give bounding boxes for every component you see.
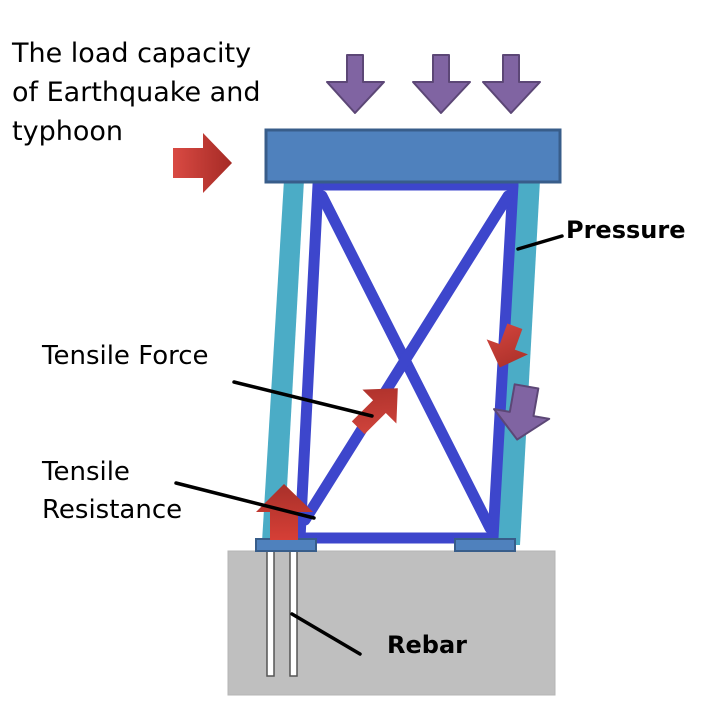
title-line-3: typhoon	[12, 116, 123, 147]
tensile-resistance-label: Tensile Resistance	[41, 457, 182, 525]
pressure-leader-line	[516, 234, 564, 251]
right-column	[497, 180, 540, 545]
pressure-arrow-icon	[493, 383, 551, 441]
tensile-force-arrow-icon	[351, 388, 398, 435]
base-plate-left	[255, 538, 317, 552]
tensile-resistance-line-1: Tensile	[41, 457, 130, 487]
load-arrows-top	[326, 54, 541, 114]
rebar-leader-line	[290, 612, 362, 656]
rebar-label: Rebar	[387, 631, 467, 659]
compression-arrow-icon	[486, 323, 528, 368]
load-arrow-icon	[326, 54, 385, 114]
leader-lines	[174, 234, 564, 656]
brace-frame	[294, 179, 519, 544]
top-beam	[264, 128, 562, 184]
tensile-force-label: Tensile Force	[41, 341, 209, 371]
tensile-resistance-leader-line	[174, 481, 316, 520]
pressure-label: Pressure	[566, 216, 685, 244]
load-arrow-icon	[482, 54, 541, 114]
title-line-1: The load capacity	[11, 38, 251, 69]
tensile-force-leader-line	[232, 380, 374, 418]
left-column	[262, 180, 304, 542]
lateral-force-arrow-icon	[173, 133, 232, 193]
rebar-left	[266, 550, 275, 677]
title-line-2: of Earthquake and	[12, 77, 260, 108]
foundation-block	[227, 550, 556, 696]
tensile-resistance-line-2: Resistance	[42, 495, 182, 525]
base-plate-right	[454, 538, 516, 552]
title-text: The load capacity of Earthquake and typh…	[11, 38, 269, 147]
load-arrow-icon	[412, 54, 471, 114]
